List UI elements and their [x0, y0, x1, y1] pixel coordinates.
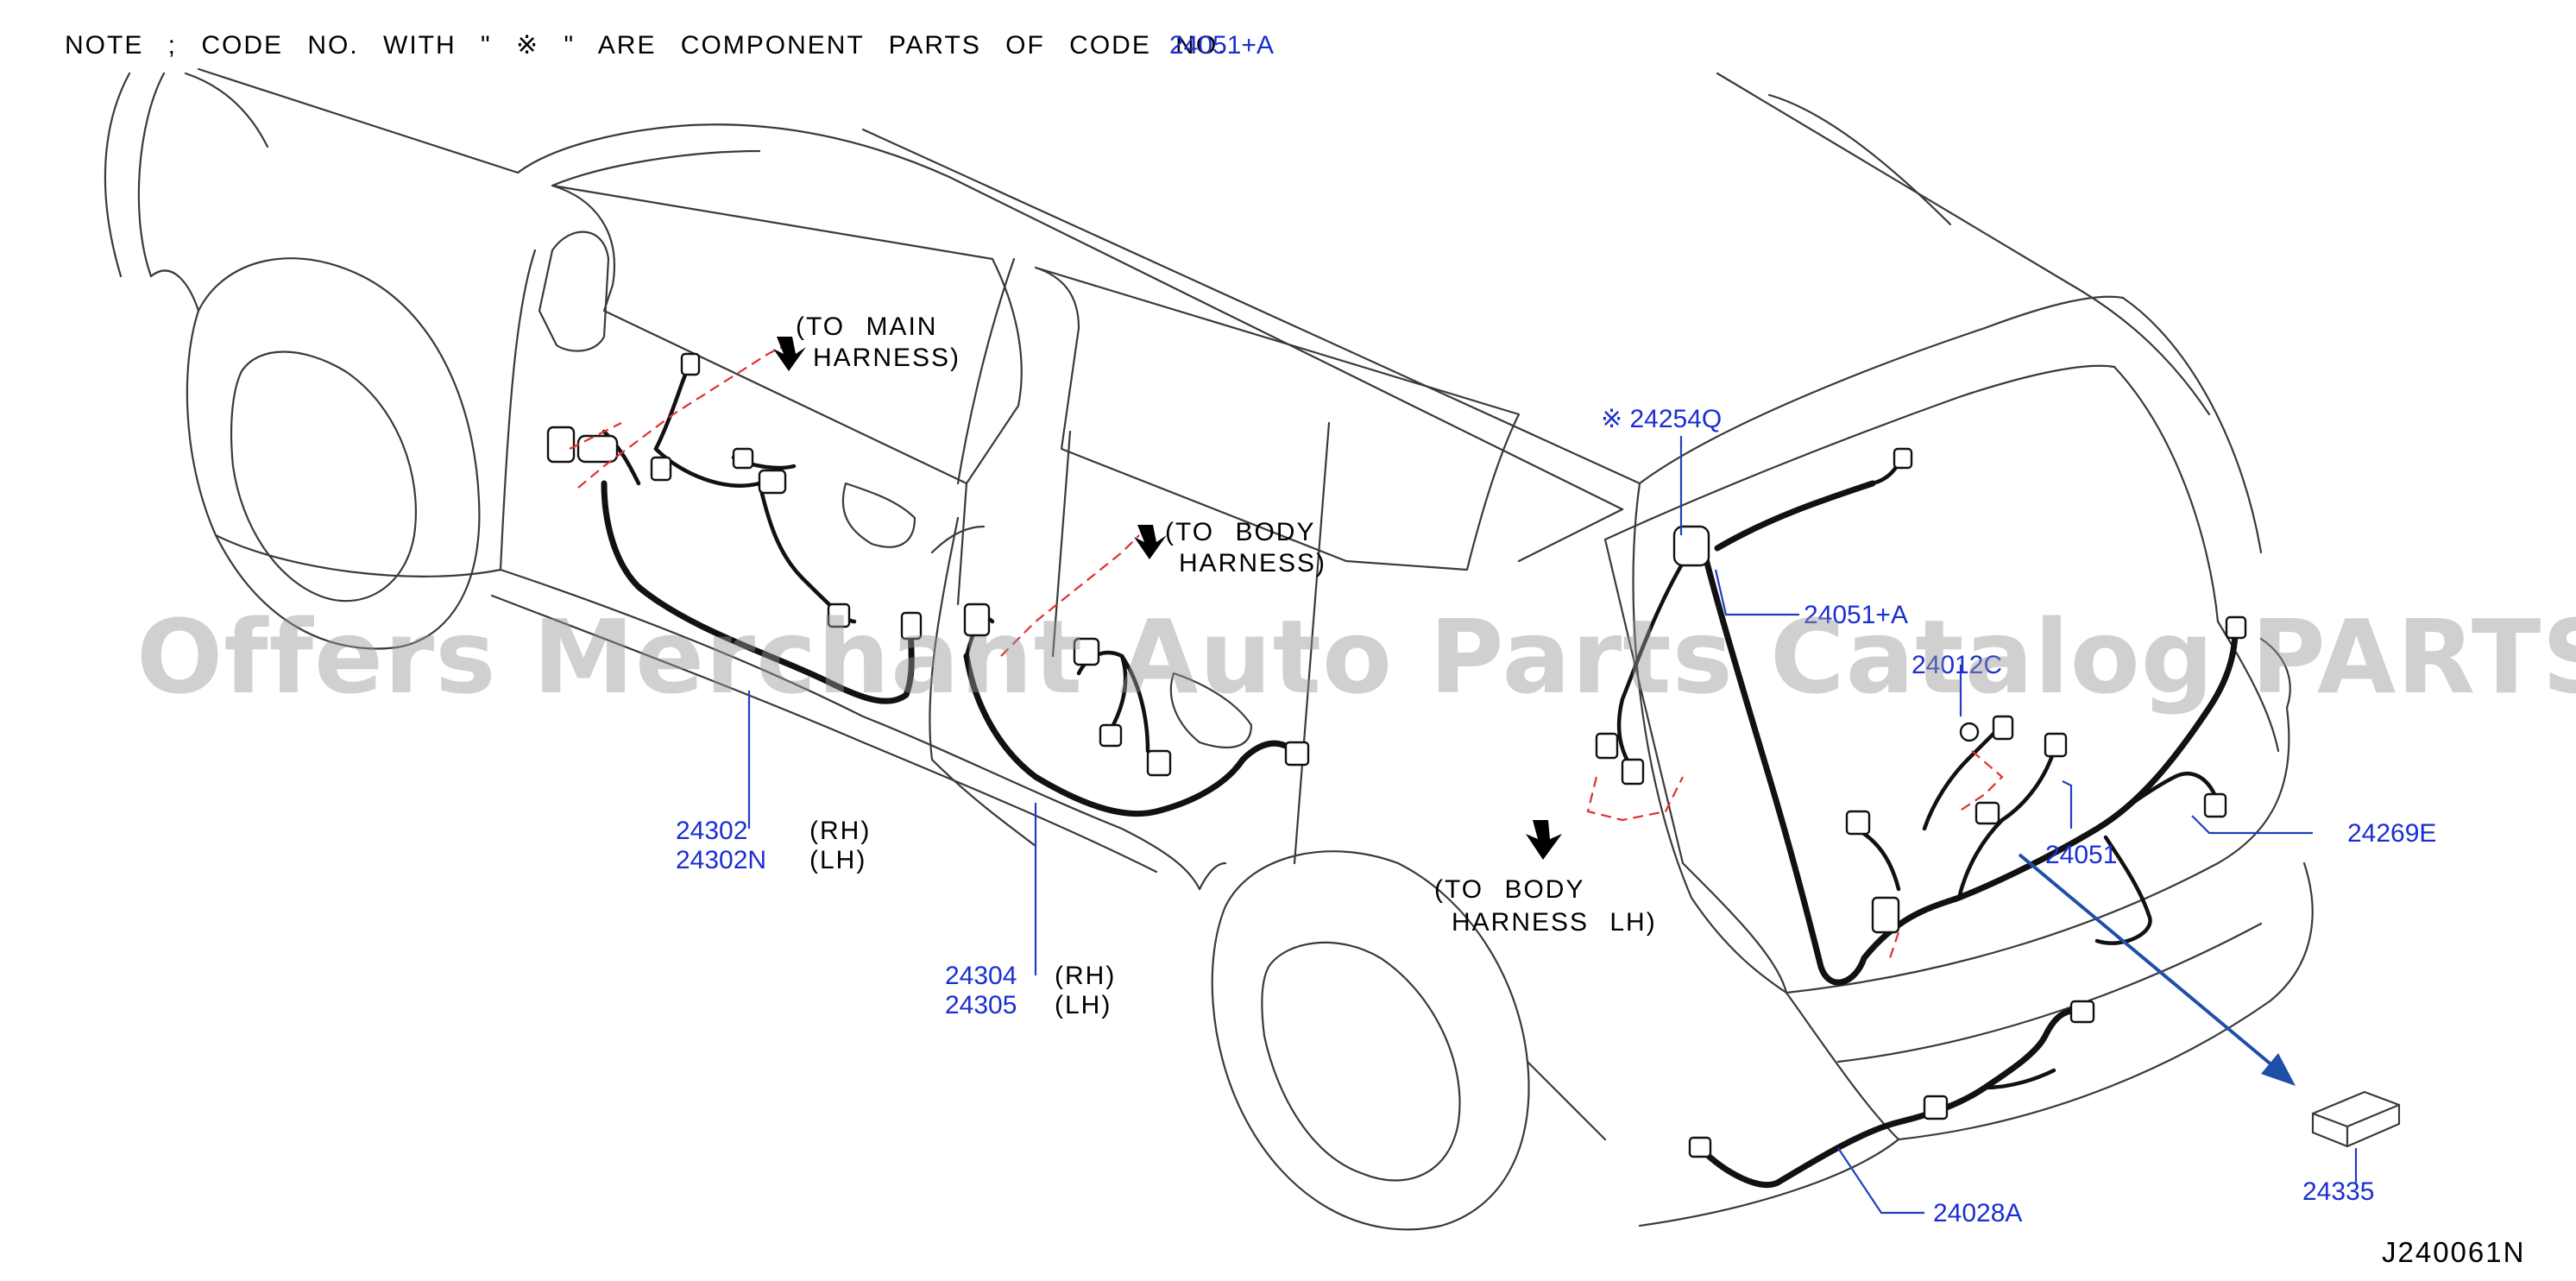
clip-24012c — [1959, 722, 1980, 742]
connector — [827, 603, 851, 628]
connector — [546, 426, 576, 464]
to-body-lh-label-1: (TO BODY — [1434, 875, 1584, 904]
side-lh-24305: (LH) — [1055, 991, 1112, 1019]
connector — [758, 469, 787, 495]
connector — [1621, 758, 1645, 786]
dashed-routes — [569, 340, 2004, 959]
side-rh-24302: (RH) — [809, 817, 871, 845]
to-main-label-1: (TO MAIN — [796, 312, 937, 341]
connector — [650, 456, 672, 482]
harness-24051-plus-a — [1595, 447, 1913, 986]
connector — [1146, 749, 1172, 777]
to-body-label-2: HARNESS) — [1179, 549, 1326, 577]
connector — [1672, 525, 1710, 567]
part-number-24302: 24302 — [676, 817, 747, 845]
part-number-24051a: 24051+A — [1804, 601, 1908, 629]
side-rh-24304: (RH) — [1055, 962, 1116, 990]
watermark: Offers Merchant Auto Parts Catalog PARTS… — [136, 597, 2576, 716]
harness-24302 — [546, 352, 923, 704]
vehicle-outline — [104, 67, 2314, 1231]
connector — [963, 603, 991, 637]
part-number-24269e: 24269E — [2347, 819, 2436, 848]
connector — [1871, 896, 1900, 934]
part-number-24051: 24051 — [2045, 841, 2117, 869]
connector — [2069, 1000, 2095, 1024]
part-number-24028a: 24028A — [1933, 1199, 2022, 1227]
to-main-label-2: HARNESS) — [813, 344, 960, 372]
harness-24304 — [963, 603, 1310, 817]
connector — [1923, 1095, 1949, 1120]
down-arrow-icon — [773, 337, 806, 371]
leader-lines — [747, 436, 2358, 1215]
down-arrow-icon — [1134, 525, 1167, 559]
connector — [1073, 637, 1100, 666]
part-number-24304: 24304 — [945, 962, 1017, 990]
note-code: 24051+A — [1169, 31, 1274, 60]
connector — [1595, 732, 1619, 760]
arrow-head-icon — [2261, 1053, 2296, 1086]
part-number-24012c: 24012C — [1912, 651, 2002, 679]
connector — [1975, 801, 2000, 825]
arrow-icons — [773, 337, 1562, 860]
connector — [1845, 810, 1871, 836]
part-24335-block — [2311, 1090, 2401, 1148]
connector — [1893, 447, 1913, 470]
part-number-24302n: 24302N — [676, 846, 766, 874]
diagram-id: J240061N — [2382, 1236, 2525, 1268]
connector — [1688, 1136, 1712, 1158]
part-number-24335: 24335 — [2302, 1177, 2374, 1206]
connector — [576, 434, 619, 464]
harness-24028a — [1688, 1000, 2095, 1189]
connector — [1992, 715, 2014, 741]
pointer-arrow — [2018, 853, 2296, 1086]
harness-24051 — [1845, 615, 2247, 962]
to-body-lh-label-2: HARNESS LH) — [1452, 908, 1657, 937]
connector — [2044, 732, 2068, 758]
note-text: NOTE ; CODE NO. WITH " ※ " ARE COMPONENT… — [65, 31, 1227, 60]
connector — [680, 352, 701, 376]
side-lh-24302: (LH) — [809, 846, 866, 874]
connector — [900, 611, 923, 640]
part-number-24305: 24305 — [945, 991, 1017, 1019]
connector — [2203, 792, 2227, 818]
connector — [732, 447, 754, 470]
connector — [2225, 615, 2247, 640]
down-arrow-icon — [1526, 820, 1562, 860]
to-body-label-1: (TO BODY — [1165, 518, 1315, 546]
connector — [1099, 723, 1123, 748]
part-number-24254q: ※ 24254Q — [1601, 405, 1722, 433]
connector — [1284, 741, 1310, 767]
